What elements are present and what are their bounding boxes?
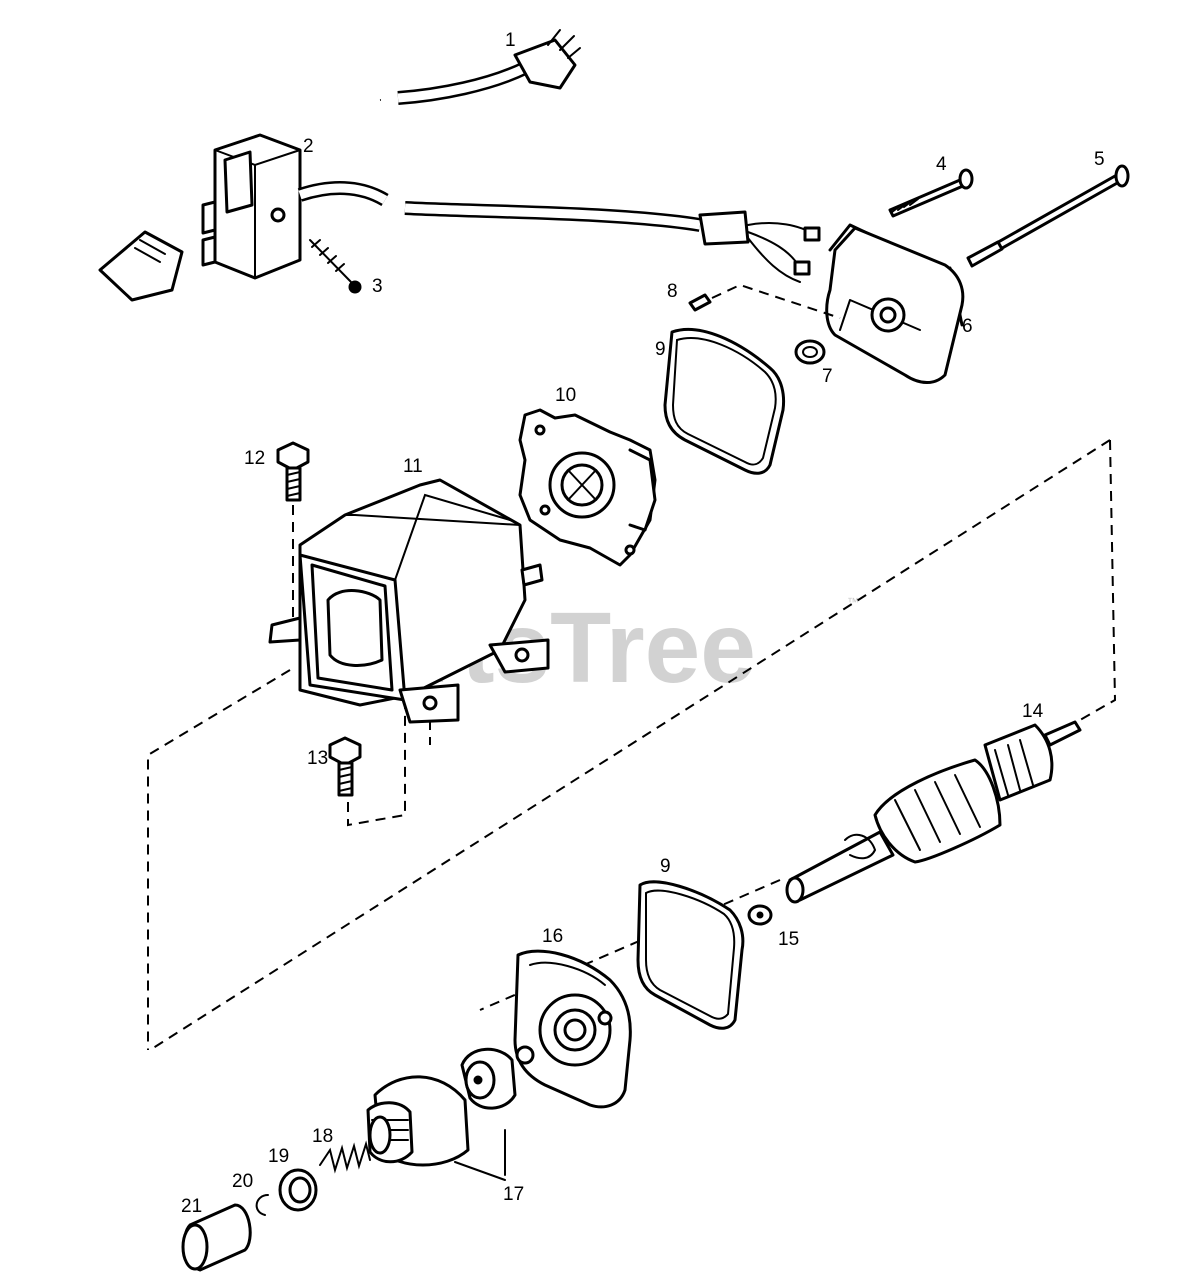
- callout-5: 5: [1094, 149, 1105, 170]
- callout-3: 3: [372, 276, 383, 297]
- callout-2: 2: [303, 136, 314, 157]
- callout-8: 8: [667, 281, 678, 302]
- callout-10: 10: [555, 385, 576, 406]
- callout-9-lower: 9: [660, 856, 671, 877]
- part-21-cap: [181, 1203, 252, 1272]
- part-19-collar: [278, 1168, 318, 1212]
- callout-17: 17: [503, 1184, 524, 1205]
- part-6-end-cap: [825, 223, 965, 384]
- part-20-retaining-ring: [255, 1194, 269, 1216]
- callout-6: 6: [962, 316, 973, 337]
- part-10-brush-plate: [518, 408, 657, 567]
- part-1-power-plug: [45, 29, 581, 302]
- callout-1: 1: [505, 30, 516, 51]
- callout-15: 15: [778, 929, 799, 950]
- part-15-washer: [747, 904, 773, 926]
- callout-13: 13: [307, 748, 328, 769]
- callout-19: 19: [268, 1146, 289, 1167]
- part-8-screw: [688, 283, 841, 319]
- part-9-gasket-upper: [663, 327, 786, 475]
- callout-4: 4: [936, 154, 947, 175]
- part-13-bolt: [328, 705, 431, 827]
- part-14-armature: [785, 720, 1082, 904]
- part-3-screw: [309, 239, 362, 294]
- part-11-motor-housing: [268, 478, 550, 724]
- part-2-switch-box: [201, 133, 821, 283]
- part-9-gasket-lower: [636, 880, 745, 1030]
- part-18-spring: [319, 1140, 371, 1174]
- part-4-bolt: [888, 168, 974, 218]
- callout-12: 12: [244, 448, 265, 469]
- part-5-through-bolt: [966, 164, 1130, 268]
- callout-7: 7: [822, 366, 833, 387]
- callout-labels: 1 2 3 4 5 6 7 8 9 10 11 12 13 14 9 15 16…: [181, 30, 1105, 1217]
- part-17-drive-assembly: [366, 1047, 517, 1181]
- part-12-bolt: [276, 441, 310, 620]
- callout-16: 16: [542, 926, 563, 947]
- part-7-bearing: [794, 339, 826, 365]
- callout-9-upper: 9: [655, 339, 666, 360]
- callout-18: 18: [312, 1126, 333, 1147]
- part-16-drive-end-cap: [513, 949, 632, 1109]
- callout-14: 14: [1022, 701, 1044, 722]
- callout-21: 21: [181, 1196, 202, 1217]
- callout-11: 11: [403, 456, 423, 477]
- callout-20: 20: [232, 1171, 253, 1192]
